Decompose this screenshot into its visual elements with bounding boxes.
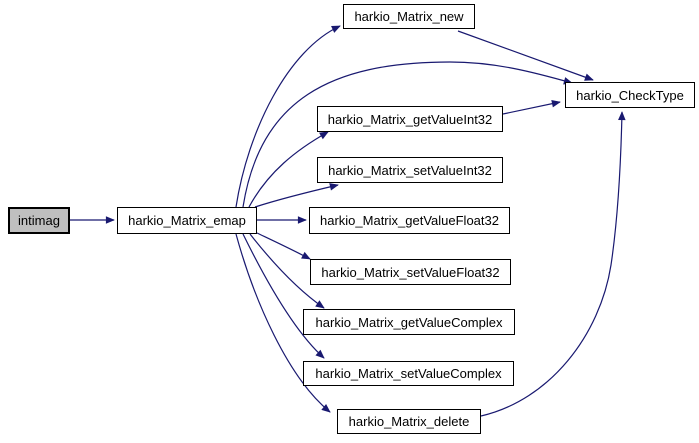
graph-node-harkio-matrix-new[interactable]: harkio_Matrix_new — [343, 4, 475, 29]
graph-node-harkio-matrix-getvaluecomplex[interactable]: harkio_Matrix_getValueComplex — [303, 309, 515, 335]
graph-node-harkio-matrix-getvalueint32[interactable]: harkio_Matrix_getValueInt32 — [317, 106, 503, 132]
edge-emap-to-delete — [235, 233, 331, 413]
edge-emap-to-checktype — [242, 61, 573, 208]
edge-emap-to-new — [235, 25, 341, 208]
edge-emap-to-setvaluecomplex — [242, 233, 325, 359]
edge-emap-to-getvalueint32 — [248, 131, 329, 208]
graph-node-harkio-matrix-delete[interactable]: harkio_Matrix_delete — [337, 409, 481, 434]
edge-new-to-checktype — [457, 30, 594, 81]
edge-delete-to-checktype — [480, 111, 626, 417]
graph-node-harkio-matrix-setvaluefloat32[interactable]: harkio_Matrix_setValueFloat32 — [310, 259, 511, 285]
graph-node-harkio-matrix-setvaluecomplex[interactable]: harkio_Matrix_setValueComplex — [303, 361, 514, 386]
graph-node-harkio-matrix-emap[interactable]: harkio_Matrix_emap — [117, 207, 257, 234]
graph-node-harkio-matrix-setvalueint32[interactable]: harkio_Matrix_setValueInt32 — [317, 157, 503, 183]
edge-emap-to-setvaluefloat32 — [256, 232, 311, 260]
edge-getvalueint32-to-checktype — [502, 99, 561, 115]
graph-node-harkio-matrix-getvaluefloat32[interactable]: harkio_Matrix_getValueFloat32 — [309, 207, 510, 234]
graph-node-harkio-checktype[interactable]: harkio_CheckType — [565, 82, 695, 108]
graph-node-intimag: intimag — [8, 207, 70, 234]
edge-emap-to-setvalueint32 — [254, 183, 339, 208]
edge-emap-to-getvaluecomplex — [249, 233, 325, 309]
